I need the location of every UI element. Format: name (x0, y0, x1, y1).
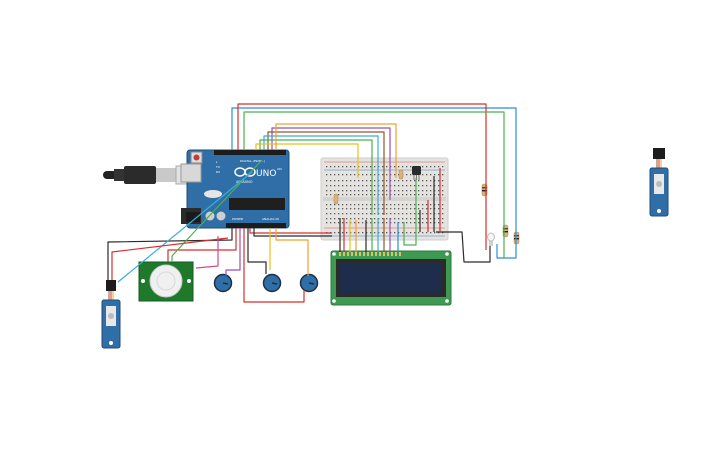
usb-cable[interactable] (103, 165, 191, 185)
power-header-label: POWER (232, 217, 243, 221)
pir-sensor[interactable] (138, 261, 194, 302)
analog-header-label: ANALOG IN (262, 217, 279, 221)
wire-servo-red (111, 237, 229, 280)
wire-pot-black (247, 228, 267, 274)
digital-header (214, 150, 286, 155)
arduino-uno-board[interactable]: UNO ARDUINO DIGITAL (PWM~) ANALOG IN POW… (180, 149, 290, 229)
wire-yellow-1 (255, 143, 359, 178)
arduino-brand-label: ARDUINO (236, 180, 253, 184)
arduino-logo (234, 167, 256, 177)
wire-purple-1 (271, 127, 391, 200)
usb-jack (180, 163, 202, 183)
atmega-chip (229, 198, 285, 210)
wire-servo-cyan (117, 171, 253, 283)
pir-dome (149, 264, 183, 298)
wire-green-1 (259, 139, 373, 215)
wires (107, 103, 517, 303)
on-label: ON (277, 167, 282, 171)
lcd-screen (340, 263, 442, 293)
arduino-model-label: UNO (256, 169, 276, 179)
wire-pir-red (167, 228, 237, 262)
rx-label: RX (216, 170, 220, 174)
digital-header-label: DIGITAL (PWM~) (240, 159, 265, 163)
breadboard-holes (326, 166, 444, 234)
wire-pot-orange (275, 228, 309, 276)
wire-cyan-1 (263, 135, 379, 215)
led[interactable] (487, 232, 495, 246)
breadboard-resistor-1[interactable] (333, 193, 339, 205)
servo-motor-2[interactable] (649, 148, 669, 217)
wire-red-top (237, 103, 487, 250)
potentiometer-1[interactable] (213, 273, 233, 293)
wire-black-right (436, 231, 491, 263)
wire-pot1 (225, 228, 241, 276)
wire-blue-top (231, 107, 517, 259)
wire-pot-red (243, 228, 305, 303)
wire-green-top (243, 111, 505, 258)
servo-motor-1[interactable] (101, 280, 121, 349)
lcd-pin-header (339, 252, 401, 256)
tx-label: TX (215, 165, 220, 169)
breadboard-resistor-2[interactable] (398, 169, 404, 180)
wire-orange-1 (275, 123, 397, 178)
wire-pink (195, 236, 219, 269)
lcd-display[interactable] (330, 250, 452, 306)
power-analog-header (226, 223, 286, 228)
wire-brown-1 (267, 131, 385, 215)
potentiometer-3[interactable] (299, 273, 319, 293)
wire-5v (249, 228, 332, 234)
l-label: L (216, 160, 218, 164)
wire-pir-black (107, 228, 233, 280)
wire-lcd-11 (403, 178, 417, 246)
potentiometer-2[interactable] (262, 273, 282, 293)
wire-gnd (253, 228, 332, 237)
